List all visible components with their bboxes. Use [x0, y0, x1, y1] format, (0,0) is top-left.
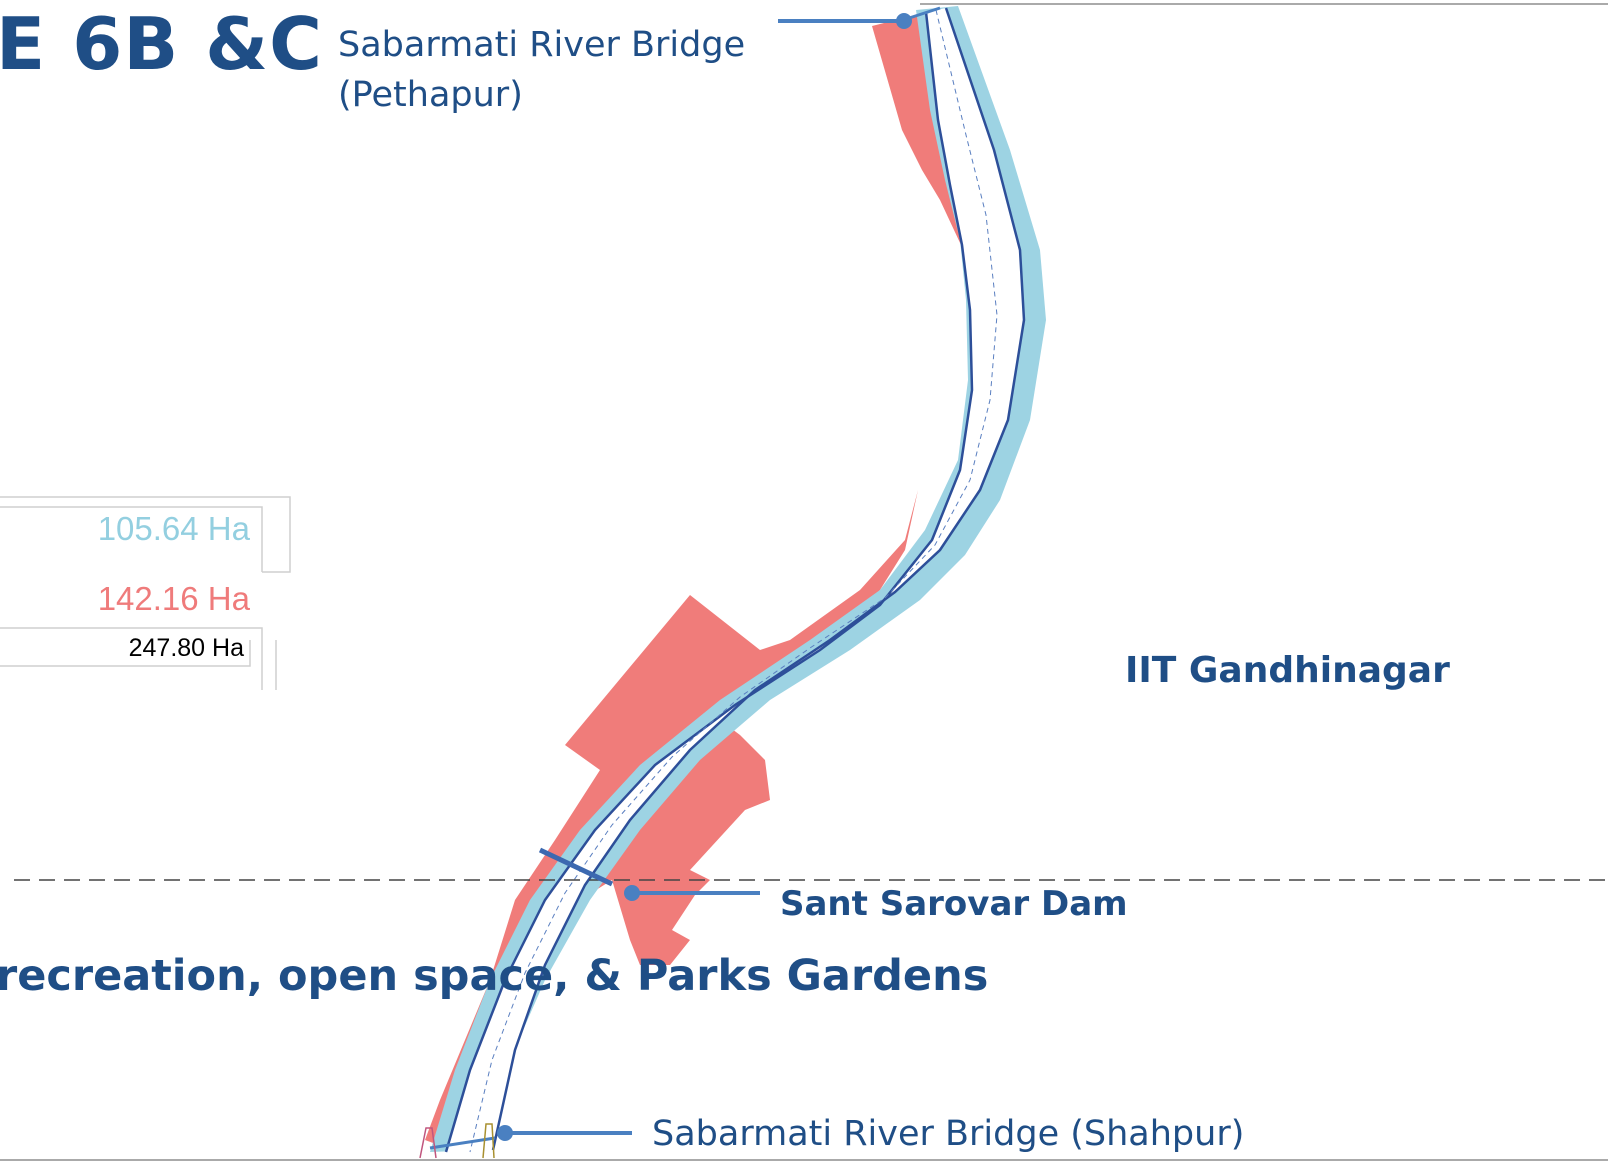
bridge-north-place: (Pethapur): [338, 75, 523, 115]
page-title: E 6B &C: [0, 2, 323, 86]
dam-line: [538, 847, 614, 887]
bridge-north-name: Sabarmati River Bridge: [338, 25, 746, 65]
iit-label: IIT Gandhinagar: [1125, 650, 1450, 691]
subheading: recreation, open space, & Parks Gardens: [0, 951, 989, 1001]
area-boxes: [0, 496, 291, 690]
red-area-value: 142.16 Ha: [97, 580, 250, 617]
blue-area-value: 105.64 Ha: [97, 510, 250, 547]
dam-label: Sant Sarovar Dam: [780, 884, 1128, 924]
bridge-icons: [419, 1123, 495, 1159]
bridge-south-label: Sabarmati River Bridge (Shahpur): [652, 1114, 1245, 1154]
bridge-north-label: Sabarmati River Bridge (Pethapur): [338, 20, 745, 120]
callouts: [429, 6, 941, 1150]
river-channel: [446, 8, 1024, 1152]
river-centerline: [469, 9, 998, 1153]
river-banks: [444, 7, 1026, 1153]
total-area-value: 247.80 Ha: [128, 634, 244, 662]
